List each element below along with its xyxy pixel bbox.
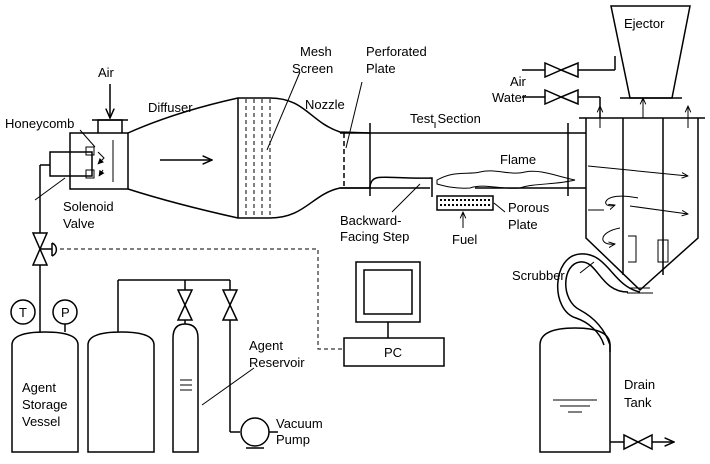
mesh-screen-label-2: Screen — [292, 61, 333, 76]
porous-plate-label-2: Plate — [508, 217, 538, 232]
second-storage-vessel — [87, 279, 231, 453]
honeycomb-label: Honeycomb — [5, 116, 74, 131]
air-water-lines — [522, 56, 616, 118]
agent-storage-vessel — [11, 331, 79, 453]
water-supply-label: Water — [492, 90, 527, 105]
scrubber-vessel — [579, 117, 705, 294]
agent-storage-label-2: Storage — [22, 397, 68, 412]
porous-plate — [436, 195, 506, 228]
mesh-screen-label-1: Mesh — [300, 44, 332, 59]
air-inlet — [92, 84, 128, 133]
pc-box — [343, 337, 445, 367]
drain-tank-label-1: Drain — [624, 377, 655, 392]
honeycomb-symbol — [85, 146, 105, 179]
backward-step-label-2: Facing Step — [340, 229, 409, 244]
drain-tank-label-2: Tank — [624, 395, 652, 410]
backward-facing-step — [369, 176, 433, 213]
temperature-gauge-label: T — [19, 305, 27, 320]
vacuum-valve — [221, 289, 240, 433]
perforated-plate-label-2: Plate — [366, 61, 396, 76]
pc-label: PC — [384, 345, 402, 360]
control-wiring — [60, 248, 344, 350]
agent-storage-label-1: Agent — [22, 380, 56, 395]
air-valve — [544, 61, 579, 79]
solenoid-leader — [34, 177, 66, 201]
reservoir-valve — [176, 289, 194, 321]
ejector-label: Ejector — [624, 16, 665, 31]
water-valve — [544, 88, 579, 106]
scrubber-label: Scrubber — [512, 268, 565, 283]
agent-reservoir — [172, 280, 255, 453]
diffuser-label: Diffuser — [148, 100, 193, 115]
test-section — [340, 122, 586, 196]
pc-monitor — [355, 261, 421, 338]
drain-pipe — [556, 253, 641, 352]
backward-step-label-1: Backward- — [340, 213, 401, 228]
ejector — [610, 5, 691, 99]
solenoid-valve-label-1: Solenoid — [63, 199, 114, 214]
scrubber-leader — [579, 261, 595, 274]
air-supply-label: Air — [510, 74, 527, 89]
vacuum-pump-label-1: Vacuum — [276, 416, 323, 431]
perforated-plate-label-1: Perforated — [366, 44, 427, 59]
pressure-gauge — [52, 299, 78, 325]
scrubber-flow-arrows — [587, 98, 688, 244]
porous-plate-label-1: Porous — [508, 200, 550, 215]
fuel-label: Fuel — [452, 232, 477, 247]
flame-label: Flame — [500, 152, 536, 167]
vacuum-pump-label-2: Pump — [276, 432, 310, 447]
air-inlet-label: Air — [98, 65, 115, 80]
test-section-label: Test Section — [410, 111, 481, 126]
perforated-plate — [343, 81, 363, 188]
drain-tank — [539, 327, 674, 453]
temperature-gauge — [10, 299, 36, 325]
agent-reservoir-label-1: Agent — [249, 338, 283, 353]
nozzle-label: Nozzle — [305, 97, 345, 112]
solenoid-valve-label-2: Valve — [63, 216, 95, 231]
agent-storage-label-3: Vessel — [22, 414, 60, 429]
honeycomb-leader — [79, 129, 96, 148]
flame-shape — [436, 170, 576, 189]
agent-reservoir-label-2: Reservoir — [249, 355, 305, 370]
solenoid-valve — [31, 232, 58, 266]
mesh-screens — [245, 71, 301, 217]
vacuum-pump — [240, 417, 278, 449]
pressure-gauge-label: P — [61, 305, 70, 320]
diffuser-contraction — [127, 97, 371, 219]
settling-chamber — [49, 132, 129, 190]
